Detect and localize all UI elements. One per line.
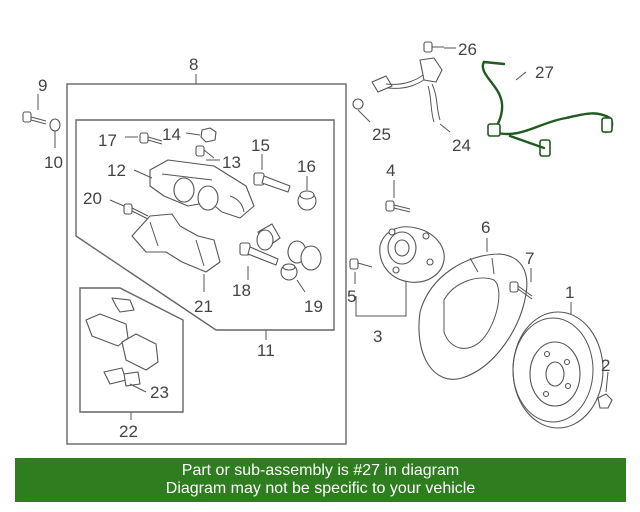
callout-13[interactable]: 13	[222, 153, 241, 172]
callout-11[interactable]: 11	[257, 341, 275, 360]
bolt-26-drawing	[423, 41, 444, 53]
bolt-20-drawing	[123, 203, 149, 220]
bolt-5-drawing	[349, 258, 373, 270]
callout-17[interactable]: 17	[98, 131, 117, 150]
brake-rotor-1-drawing	[512, 311, 604, 429]
callout-15[interactable]: 15	[251, 136, 270, 155]
callout-1[interactable]: 1	[565, 283, 574, 302]
hub-bolt-4-drawing	[385, 200, 411, 213]
callout-25[interactable]: 25	[372, 125, 391, 144]
caliper-bracket-21-drawing	[131, 213, 221, 273]
bleeder-13-drawing	[195, 145, 215, 159]
part-note-line-1: Part or sub-assembly is #27 in diagram	[181, 462, 460, 479]
dust-shield-6-drawing	[418, 253, 528, 380]
bolt-17-drawing	[139, 132, 163, 145]
callout-12[interactable]: 12	[107, 161, 126, 180]
callout-5[interactable]: 5	[347, 287, 356, 306]
screw-2-drawing	[597, 393, 613, 409]
callout-20[interactable]: 20	[83, 189, 102, 208]
washer-25-drawing	[352, 98, 364, 110]
callout-3[interactable]: 3	[373, 327, 382, 346]
callout-22[interactable]: 22	[119, 422, 138, 441]
bolt-7-drawing	[509, 281, 533, 300]
pad-kit-box	[79, 287, 184, 413]
caliper-subassembly-box	[75, 119, 335, 331]
callout-18[interactable]: 18	[232, 281, 251, 300]
part-note-line-2: Diagram may not be specific to your vehi…	[165, 480, 476, 497]
callout-7[interactable]: 7	[525, 249, 534, 268]
brake-hose-24-drawing	[371, 57, 443, 123]
part-note-banner: Part or sub-assembly is #27 in diagram D…	[15, 458, 626, 502]
guide-pin-18-drawing	[239, 242, 279, 266]
callout-24[interactable]: 24	[452, 136, 471, 155]
callout-21[interactable]: 21	[194, 297, 213, 316]
abs-sensor-27-drawing	[481, 60, 614, 157]
callout-23[interactable]: 23	[150, 383, 169, 402]
washer-10-drawing	[49, 118, 61, 132]
bolt-9-drawing	[22, 111, 47, 125]
callout-10[interactable]: 10	[44, 153, 63, 172]
boot-16-drawing	[297, 190, 317, 211]
hub-bearing-3-drawing	[379, 226, 445, 283]
callout-16[interactable]: 16	[297, 157, 316, 176]
guide-pin-15-drawing	[253, 172, 291, 193]
brake-pads-drawing	[85, 297, 159, 387]
callout-8[interactable]: 8	[189, 55, 198, 74]
callout-2[interactable]: 2	[601, 356, 610, 375]
caliper-body-12-drawing	[149, 159, 255, 219]
callout-26[interactable]: 26	[458, 40, 477, 59]
piston-seal-drawing	[256, 223, 322, 271]
callout-27[interactable]: 27	[535, 63, 554, 82]
dust-cap-14-drawing	[200, 127, 217, 143]
boot-19-drawing	[280, 263, 298, 281]
callout-14[interactable]: 14	[162, 125, 181, 144]
callout-9[interactable]: 9	[38, 76, 47, 95]
callout-4[interactable]: 4	[386, 161, 395, 180]
caliper-assembly-box	[66, 83, 347, 445]
callout-6[interactable]: 6	[481, 218, 490, 237]
callout-19[interactable]: 19	[304, 297, 323, 316]
